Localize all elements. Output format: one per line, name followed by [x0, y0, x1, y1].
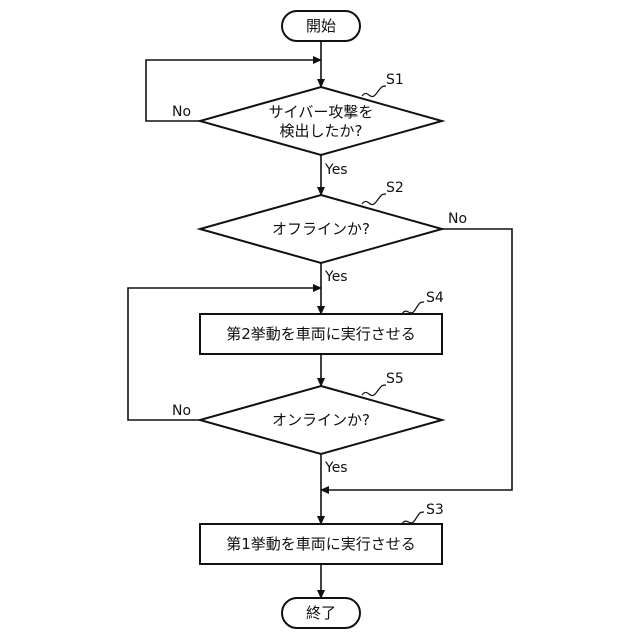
- step-label-s5: S5: [386, 371, 404, 387]
- s4-leader: [402, 302, 424, 314]
- edge-label-s1-no: No: [172, 104, 191, 120]
- step-label-s1: S1: [386, 72, 404, 88]
- decision-s1: [200, 87, 442, 155]
- s2-leader: [362, 194, 386, 205]
- step-label-s2: S2: [386, 180, 404, 196]
- path-s2-no-to-s3: [321, 229, 512, 490]
- decision-s5-text: オンラインか?: [272, 411, 370, 429]
- process-s3-text: 第1挙動を車両に実行させる: [226, 535, 416, 553]
- decision-s2-text: オフラインか?: [272, 220, 370, 238]
- s3-leader: [402, 512, 424, 524]
- step-label-s3: S3: [426, 502, 444, 518]
- edge-label-s1-yes: Yes: [324, 162, 348, 178]
- decision-s1-text-line2: 検出したか?: [280, 122, 363, 140]
- decision-s1-text-line1: サイバー攻撃を: [269, 103, 374, 121]
- edge-label-s2-no: No: [448, 211, 467, 227]
- step-label-s4: S4: [426, 290, 444, 306]
- process-s4-text: 第2挙動を車両に実行させる: [226, 325, 416, 343]
- s5-leader: [362, 385, 386, 396]
- edge-label-s2-yes: Yes: [324, 269, 348, 285]
- start-label: 開始: [306, 17, 336, 35]
- end-label: 終了: [306, 604, 336, 622]
- edge-label-s5-no: No: [172, 403, 191, 419]
- s1-leader: [362, 86, 386, 97]
- edge-label-s5-yes: Yes: [324, 460, 348, 476]
